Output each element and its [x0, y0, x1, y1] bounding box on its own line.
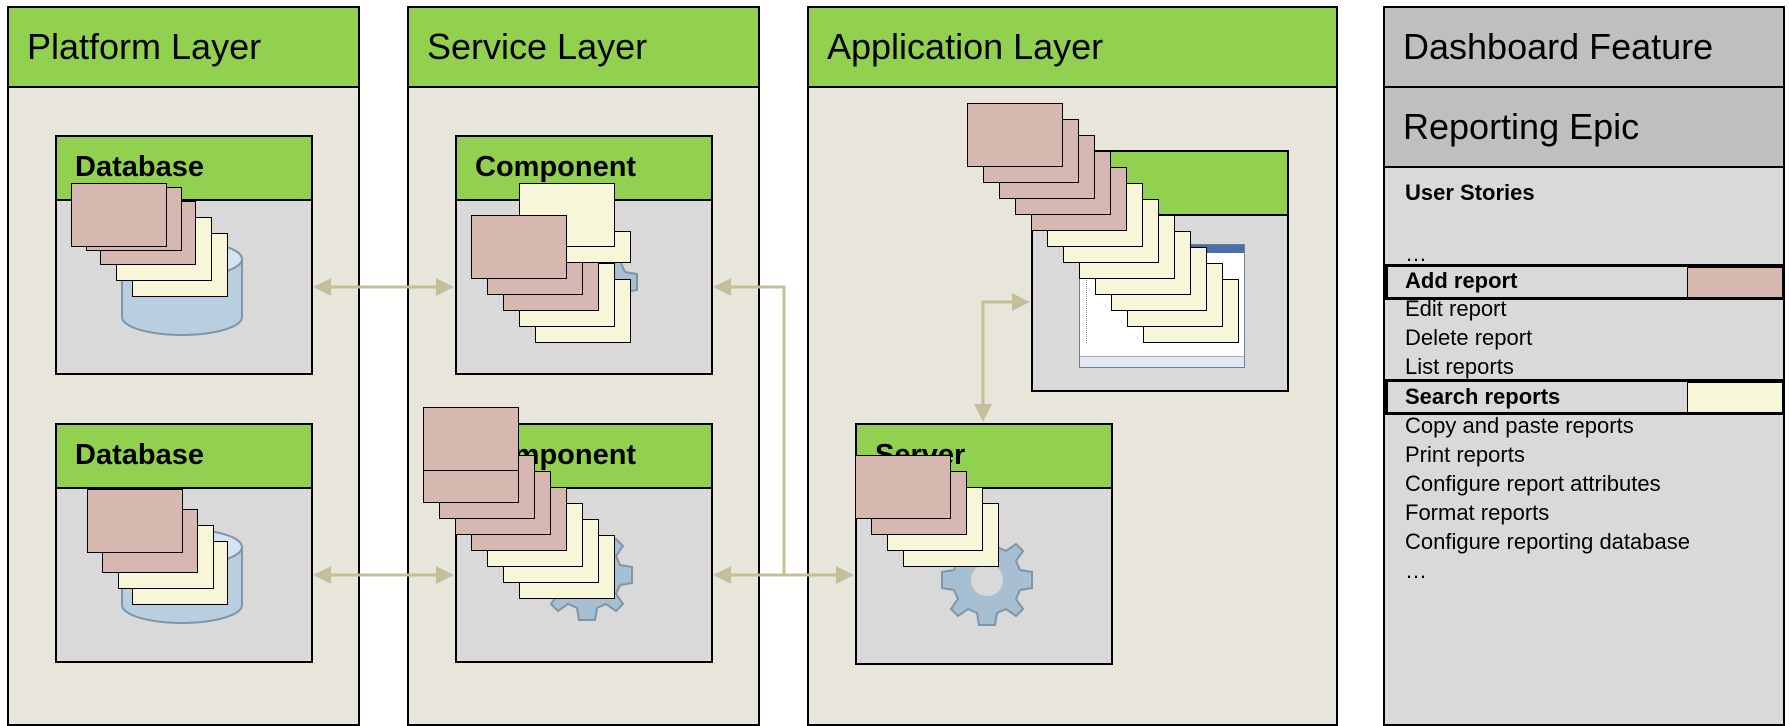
story-card [1687, 382, 1783, 413]
story-item[interactable]: Format reports [1405, 500, 1550, 525]
service-layer-title: Service Layer [409, 8, 758, 88]
connector-comp1-server [713, 278, 786, 575]
epic-title: Reporting Epic [1385, 88, 1783, 168]
application-layer-title: Application Layer [809, 8, 1336, 88]
story-item[interactable]: List reports [1405, 354, 1514, 379]
story-card [1687, 267, 1783, 298]
stories-heading: User Stories [1405, 180, 1535, 205]
story-card [71, 183, 167, 247]
story-card [967, 103, 1063, 167]
feature-title: Dashboard Feature [1385, 8, 1783, 88]
story-item[interactable]: Configure report attributes [1405, 471, 1661, 496]
story-card [87, 489, 183, 553]
story-item: … [1405, 241, 1427, 266]
story-item[interactable]: Copy and paste reports [1405, 413, 1634, 438]
story-card [471, 215, 567, 279]
story-item[interactable]: Add report [1405, 268, 1518, 293]
story-card [855, 455, 951, 519]
story-card [423, 407, 519, 471]
connector-arrows [313, 278, 1030, 584]
story-item[interactable]: Search reports [1405, 384, 1561, 409]
story-item: … [1405, 558, 1427, 583]
platform-layer-title: Platform Layer [9, 8, 358, 88]
database-box-2-title: Database [57, 425, 311, 489]
story-item[interactable]: Print reports [1405, 442, 1525, 467]
story-item[interactable]: Delete report [1405, 325, 1533, 350]
story-item[interactable]: Configure reporting database [1405, 529, 1690, 554]
feature-panel: Dashboard Feature Reporting Epic User St… [1383, 6, 1785, 726]
connector-server-app [974, 293, 1030, 422]
story-item[interactable]: Edit report [1405, 296, 1507, 321]
